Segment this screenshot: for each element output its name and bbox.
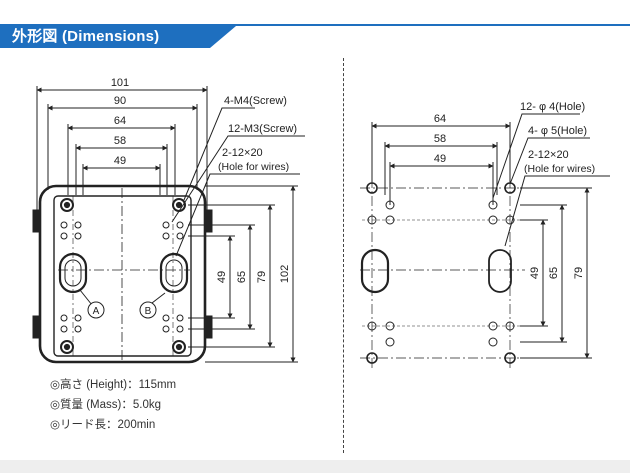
callout-m4-screw: 4-M4(Screw) [224,95,287,107]
dim-width-49: 49 [114,155,126,167]
bottom-strip [0,460,630,473]
right-mounting-drawing: 64 58 49 12- φ 4(Hole) 4- φ 5(Hole) 2-12… [360,101,610,368]
right-dim-width-49: 49 [434,153,446,165]
page-title: 外形図 (Dimensions) [12,28,160,45]
callout-wire-holes: 2-12×20 [222,147,263,159]
dim-width-64: 64 [114,115,126,127]
header-bar [0,24,630,48]
dim-width-90: 90 [114,95,126,107]
spec-height: ◎高さ (Height)：115mm [50,379,177,391]
dim-height-79: 79 [256,271,268,283]
right-dim-width-58: 58 [434,133,446,145]
callout-wire-holes-desc: (Hole for wires) [218,161,289,173]
callout-phi4-holes: 12- φ 4(Hole) [520,101,585,113]
dim-width-58: 58 [114,135,126,147]
spec-mass: ◎質量 (Mass)：5.0kg [50,399,161,411]
marker-b: B [145,306,152,317]
right-callout-wire-holes-desc: (Hole for wires) [524,163,595,175]
dim-height-65: 65 [236,271,248,283]
callout-m3-screw: 12-M3(Screw) [228,123,297,135]
dim-height-49: 49 [216,271,228,283]
marker-a: A [93,306,100,317]
left-dimension-drawing: 101 90 64 58 49 4-M4(Screw) 12-M3(Screw)… [32,77,305,364]
right-callout-wire-holes: 2-12×20 [528,149,569,161]
right-dim-height-65: 65 [548,267,560,279]
right-dim-height-49: 49 [529,267,541,279]
right-dim-width-64: 64 [434,113,446,125]
spec-lead-length: ◎リード長：200min [50,419,156,431]
right-dim-height-79: 79 [573,267,585,279]
spec-list: ◎高さ (Height)：115mm ◎質量 (Mass)：5.0kg ◎リード… [50,375,176,435]
dim-height-102: 102 [279,265,291,283]
callout-phi5-holes: 4- φ 5(Hole) [528,125,587,137]
dim-width-101: 101 [111,77,129,89]
section-divider [343,58,344,453]
